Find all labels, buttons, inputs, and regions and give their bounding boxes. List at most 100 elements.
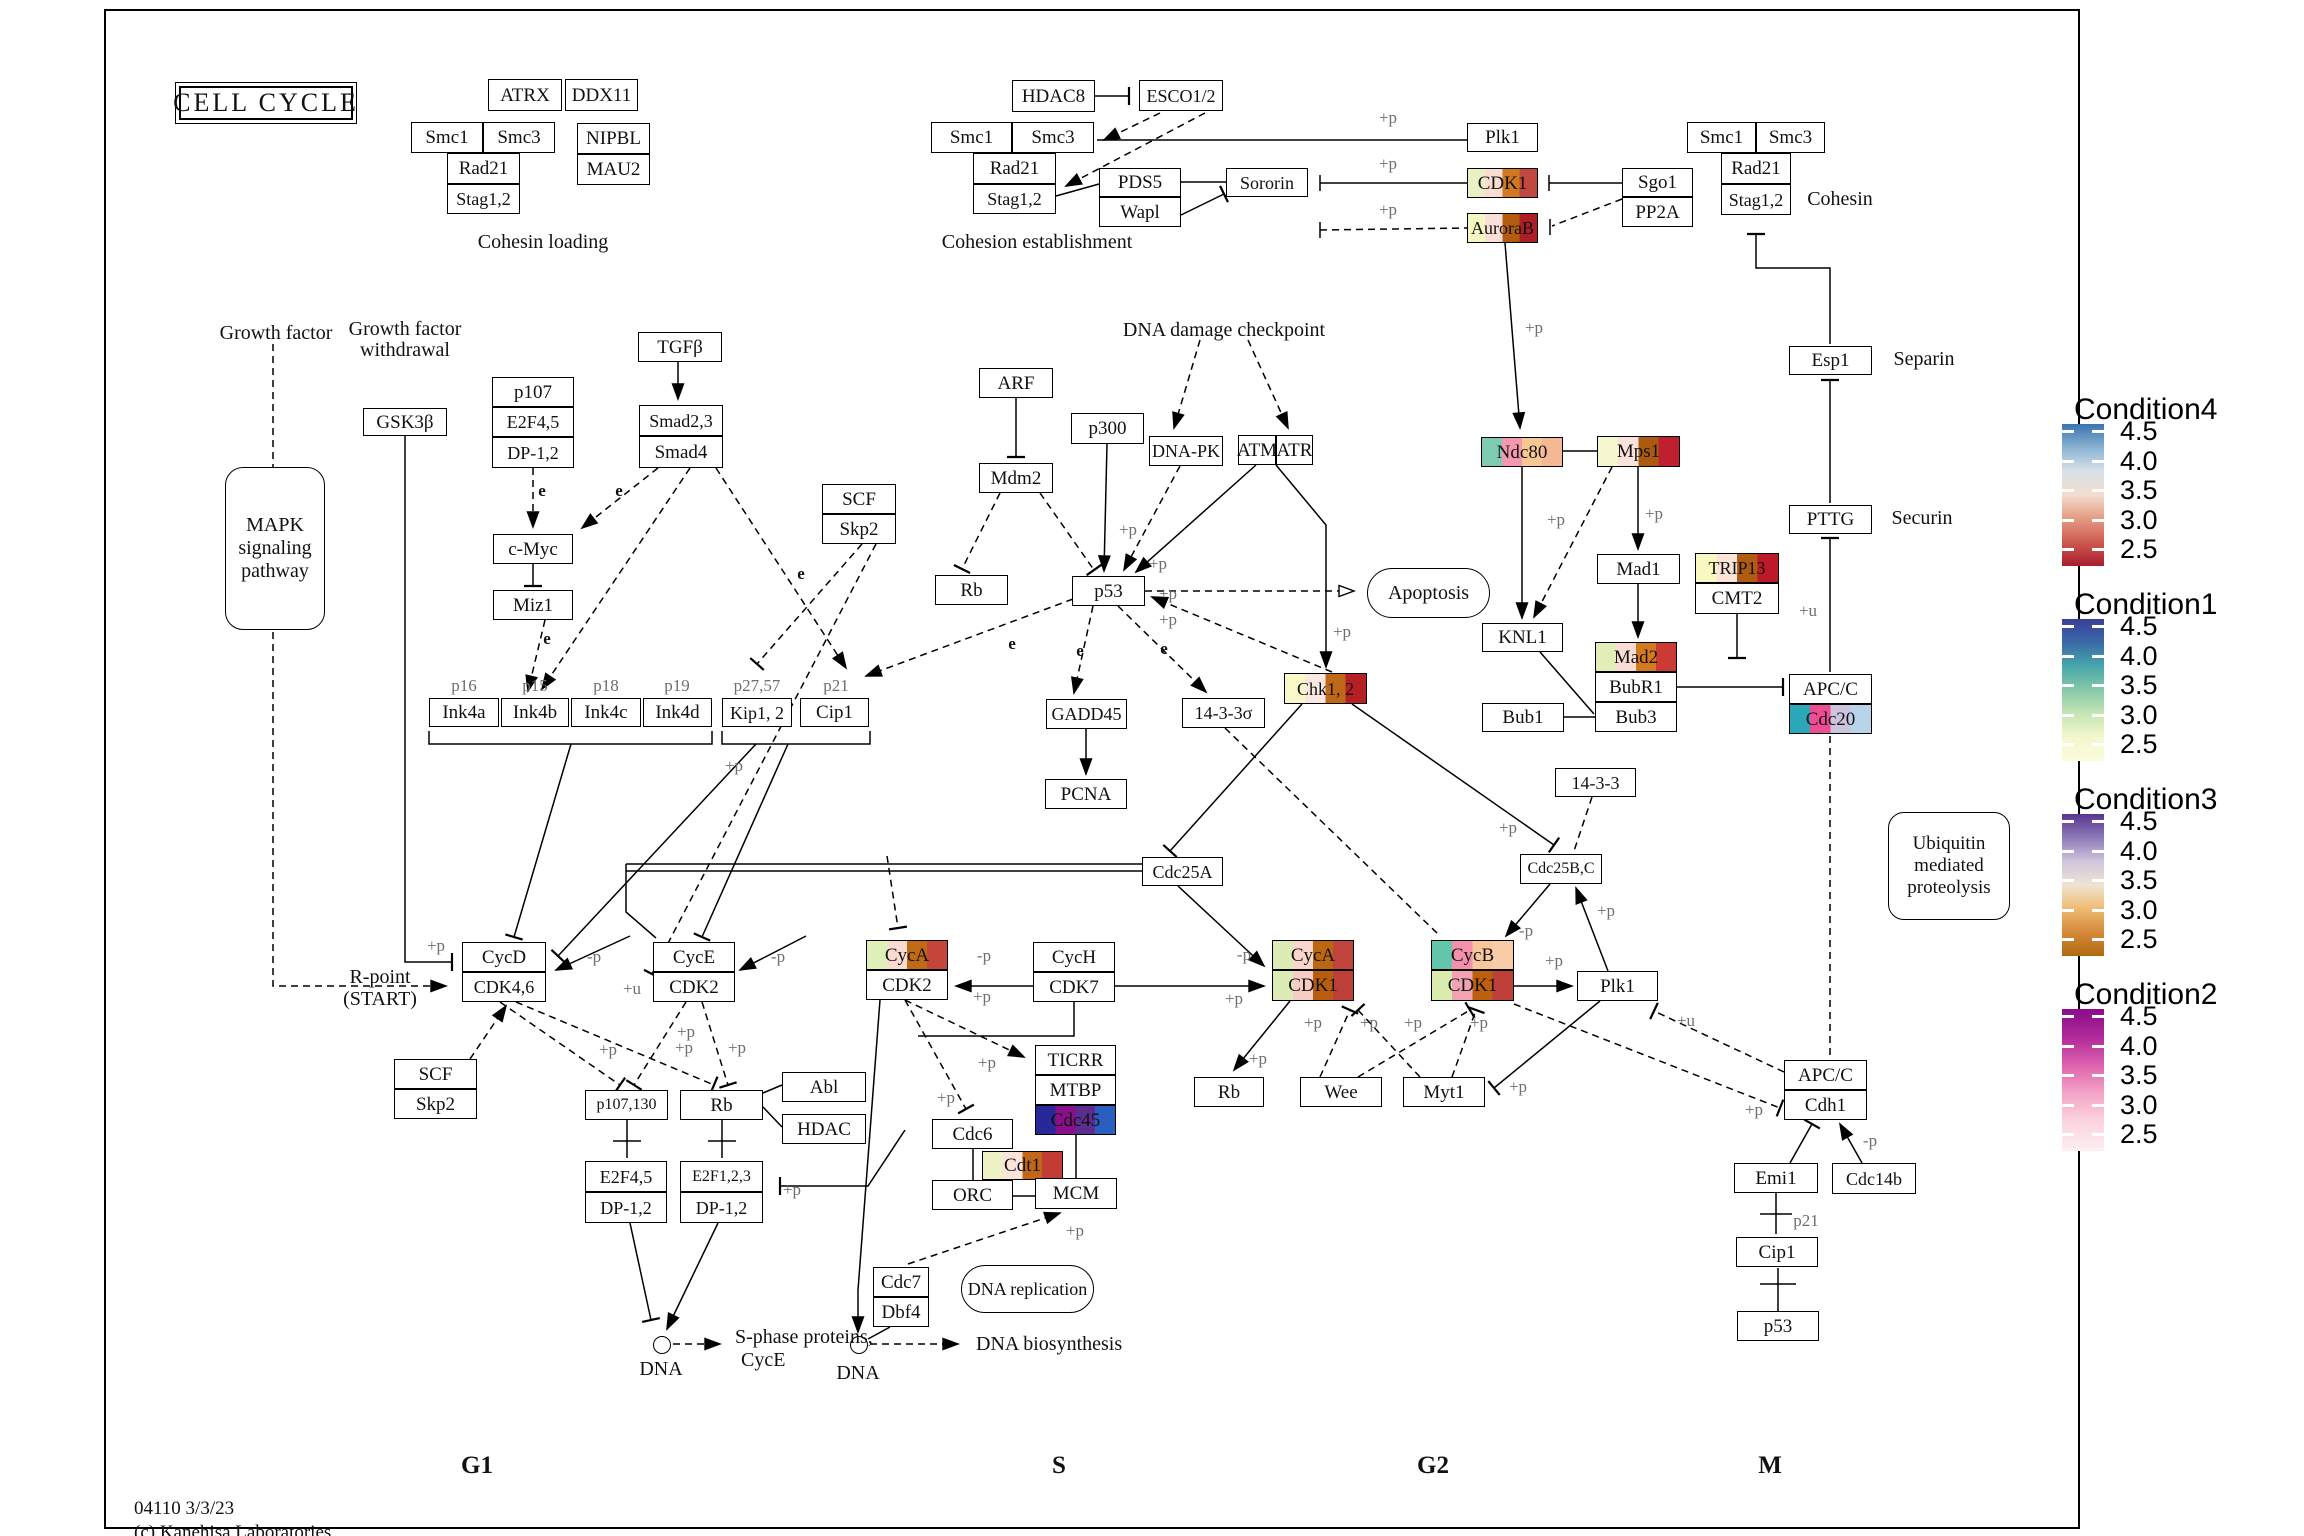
gene-box-pcna[interactable]: PCNA (1045, 779, 1127, 809)
gene-box-pp2a[interactable]: PP2A (1622, 197, 1693, 227)
gene-box-cdt1[interactable]: Cdt1 (982, 1151, 1063, 1180)
gene-box-aurorab[interactable]: AuroraB (1467, 213, 1538, 243)
gene-box-14-3-3[interactable]: 14-3-3 (1555, 768, 1636, 797)
gene-box-e2f4-5[interactable]: E2F4,5 (492, 407, 574, 437)
gene-box-apc-c[interactable]: APC/C (1789, 674, 1872, 704)
dna-replication-box[interactable]: DNA replication (961, 1265, 1094, 1313)
gene-box-cdh1[interactable]: Cdh1 (1784, 1090, 1867, 1120)
gene-box-ndc80[interactable]: Ndc80 (1481, 437, 1563, 467)
gene-box-cdc25a[interactable]: Cdc25A (1142, 857, 1223, 886)
gene-box-cdk1[interactable]: CDK1 (1272, 970, 1354, 1001)
gene-box-stag1-2[interactable]: Stag1,2 (1721, 184, 1791, 215)
gene-box-hdac[interactable]: HDAC (782, 1114, 866, 1144)
gene-box-smad2-3[interactable]: Smad2,3 (639, 405, 723, 436)
gene-box-cdk7[interactable]: CDK7 (1033, 972, 1115, 1002)
gene-box-myt1[interactable]: Myt1 (1403, 1077, 1485, 1107)
gene-box-esco1-2[interactable]: ESCO1/2 (1139, 80, 1223, 111)
gene-box-cych[interactable]: CycH (1033, 942, 1115, 972)
gene-box-smad4[interactable]: Smad4 (639, 436, 723, 468)
gene-box-p53[interactable]: p53 (1737, 1311, 1819, 1341)
gene-box-rb[interactable]: Rb (680, 1090, 763, 1120)
gene-box-cycd[interactable]: CycD (462, 942, 546, 972)
gene-box-stag1-2[interactable]: Stag1,2 (447, 184, 520, 214)
gene-box-smc1[interactable]: Smc1 (1687, 122, 1756, 153)
gene-box-skp2[interactable]: Skp2 (822, 514, 896, 544)
gene-box-mcm[interactable]: MCM (1035, 1178, 1117, 1209)
gene-box-cip1[interactable]: Cip1 (800, 698, 869, 727)
apoptosis-box[interactable]: Apoptosis (1367, 568, 1490, 618)
gene-box-e2f4-5[interactable]: E2F4,5 (585, 1161, 667, 1192)
gene-box-ink4d[interactable]: Ink4d (643, 698, 712, 727)
gene-box-atr[interactable]: ATR (1276, 435, 1313, 465)
gene-box-kip1-2[interactable]: Kip1, 2 (722, 698, 792, 727)
gene-box-p107[interactable]: p107 (492, 377, 574, 407)
gene-box-smc1[interactable]: Smc1 (411, 122, 483, 153)
gene-box-cdc20[interactable]: Cdc20 (1789, 704, 1872, 734)
gene-box-cyca[interactable]: CycA (1272, 940, 1354, 970)
gene-box-chk1-2[interactable]: Chk1, 2 (1284, 673, 1367, 704)
gene-box-arf[interactable]: ARF (979, 368, 1053, 398)
gene-box-bub1[interactable]: Bub1 (1482, 703, 1564, 732)
gene-box-mau2[interactable]: MAU2 (577, 154, 650, 185)
gene-box-dp-1-2[interactable]: DP-1,2 (680, 1192, 763, 1223)
gene-box-rad21[interactable]: Rad21 (1721, 153, 1791, 184)
gene-box-cdc25b-c[interactable]: Cdc25B,C (1520, 854, 1602, 884)
gene-box-pds5[interactable]: PDS5 (1099, 168, 1181, 197)
gene-box-p53[interactable]: p53 (1072, 576, 1145, 606)
gene-box-cdk2[interactable]: CDK2 (866, 970, 948, 1000)
gene-box-smc3[interactable]: Smc3 (1012, 122, 1094, 153)
gene-box-hdac8[interactable]: HDAC8 (1012, 80, 1095, 112)
gene-box-wapl[interactable]: Wapl (1099, 197, 1181, 227)
gene-box-sororin[interactable]: Sororin (1226, 168, 1308, 197)
gene-box-smc3[interactable]: Smc3 (1756, 122, 1825, 153)
gene-box-dp-1-2[interactable]: DP-1,2 (585, 1192, 667, 1223)
gene-box-abl[interactable]: Abl (782, 1072, 866, 1102)
gene-box-mad2[interactable]: Mad2 (1595, 642, 1677, 672)
gene-box-mad1[interactable]: Mad1 (1597, 554, 1680, 584)
gene-box-ticrr[interactable]: TICRR (1035, 1045, 1116, 1075)
gene-box-ink4c[interactable]: Ink4c (571, 698, 641, 727)
gene-box-p107-130[interactable]: p107,130 (585, 1090, 668, 1120)
gene-box-scf[interactable]: SCF (394, 1059, 477, 1089)
gene-box-wee[interactable]: Wee (1300, 1077, 1382, 1107)
gene-box-nipbl[interactable]: NIPBL (577, 123, 650, 154)
gene-box-gadd45[interactable]: GADD45 (1046, 699, 1127, 729)
gene-box-atrx[interactable]: ATRX (488, 79, 562, 111)
gene-box-dbf4[interactable]: Dbf4 (873, 1297, 929, 1327)
gene-box-mdm2[interactable]: Mdm2 (979, 463, 1053, 493)
gene-box-cdc14b[interactable]: Cdc14b (1832, 1163, 1916, 1194)
gene-box-cyca[interactable]: CycA (866, 940, 948, 970)
gene-box-e2f1-2-3[interactable]: E2F1,2,3 (680, 1161, 763, 1192)
gene-box-cdk1[interactable]: CDK1 (1467, 168, 1538, 198)
gene-box-ink4b[interactable]: Ink4b (501, 698, 569, 727)
gene-box-smc3[interactable]: Smc3 (483, 122, 555, 153)
gene-box-p300[interactable]: p300 (1071, 413, 1144, 444)
gene-box-esp1[interactable]: Esp1 (1789, 346, 1872, 375)
gene-box-rb[interactable]: Rb (1194, 1077, 1264, 1107)
gene-box-sgo1[interactable]: Sgo1 (1622, 168, 1693, 197)
gene-box-stag1-2[interactable]: Stag1,2 (973, 184, 1056, 214)
gene-box-cycb[interactable]: CycB (1431, 940, 1514, 970)
gene-box-cip1[interactable]: Cip1 (1736, 1237, 1818, 1267)
gene-box-dna-pk[interactable]: DNA-PK (1149, 436, 1223, 466)
gene-box-pttg[interactable]: PTTG (1789, 505, 1872, 534)
gene-box-rad21[interactable]: Rad21 (447, 153, 520, 184)
gene-box-rad21[interactable]: Rad21 (973, 153, 1056, 184)
gene-box-bubr1[interactable]: BubR1 (1595, 672, 1677, 702)
gene-box-cmt2[interactable]: CMT2 (1695, 583, 1779, 614)
gene-box-cdk1[interactable]: CDK1 (1431, 970, 1514, 1001)
gene-box-scf[interactable]: SCF (822, 484, 896, 514)
gene-box-smc1[interactable]: Smc1 (931, 122, 1012, 153)
gene-box-emi1[interactable]: Emi1 (1734, 1163, 1818, 1193)
gene-box-gsk3-[interactable]: GSK3β (363, 408, 447, 436)
gene-box-apc-c[interactable]: APC/C (1784, 1060, 1867, 1090)
gene-box-cdk2[interactable]: CDK2 (653, 972, 735, 1002)
gene-box-knl1[interactable]: KNL1 (1482, 623, 1563, 652)
gene-box-plk1[interactable]: Plk1 (1577, 971, 1658, 1001)
gene-box-cdc45[interactable]: Cdc45 (1035, 1105, 1116, 1135)
gene-box-ink4a[interactable]: Ink4a (429, 698, 499, 727)
gene-box-atm[interactable]: ATM (1237, 435, 1277, 465)
gene-box-dp-1-2[interactable]: DP-1,2 (492, 437, 574, 468)
